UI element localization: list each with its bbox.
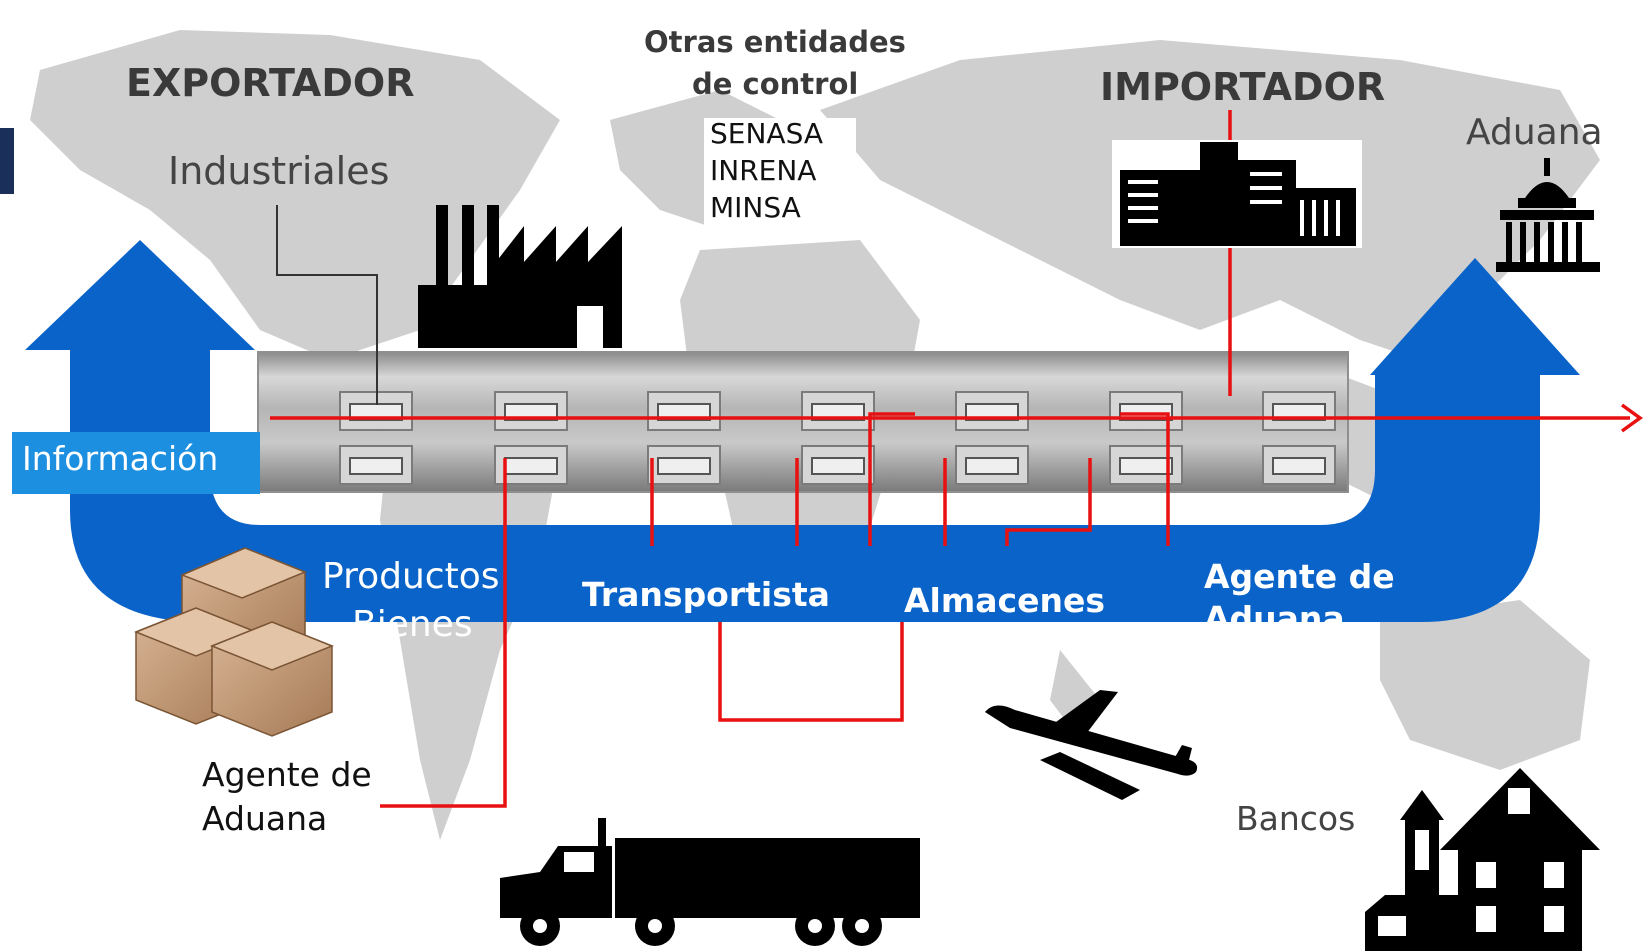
terminal-slot-window xyxy=(504,457,558,475)
truck-icon xyxy=(500,818,920,946)
factory-icon xyxy=(418,205,622,348)
airplane-icon xyxy=(985,690,1198,800)
carrier-label: Transportista xyxy=(582,575,830,614)
customs-building-icon xyxy=(1496,158,1600,272)
terminal-slot-window xyxy=(811,403,865,421)
terminal-slot-window xyxy=(1272,403,1326,421)
information-box xyxy=(12,432,260,494)
banks-label: Bancos xyxy=(1236,799,1356,838)
import-agent-line1: Agente de xyxy=(1204,557,1395,596)
exporter-connector xyxy=(276,205,378,405)
terminal-slot-window xyxy=(1119,457,1173,475)
control-title-line1: Otras entidades xyxy=(644,25,906,59)
terminal-slot-window xyxy=(965,403,1019,421)
information-flow-arrow xyxy=(25,240,1580,622)
import-agent-line2: Aduana xyxy=(1204,599,1345,638)
customs-label: Aduana xyxy=(1466,112,1603,153)
control-entity-inrena: INRENA xyxy=(710,154,817,187)
control-entities-box xyxy=(704,118,856,230)
export-agent-line1: Agente de xyxy=(202,755,372,794)
products-label-line2: Bienes xyxy=(352,604,473,645)
terminal-slot-window xyxy=(1119,403,1173,421)
office-building-icon xyxy=(1112,140,1362,248)
export-agent-line2: Aduana xyxy=(202,799,328,838)
pipeline xyxy=(257,351,1349,493)
control-entity-minsa: MINSA xyxy=(710,191,801,224)
boxes-icon xyxy=(133,547,335,737)
terminal-slot-window xyxy=(1272,457,1326,475)
products-label-line1: Productos xyxy=(322,556,500,597)
control-entity-senasa: SENASA xyxy=(710,117,824,150)
terminal-slot-window xyxy=(811,457,865,475)
terminal-slot-window xyxy=(657,457,711,475)
terminal-slot-window xyxy=(349,457,403,475)
industrials-label: Industriales xyxy=(168,149,390,193)
information-label: Información xyxy=(22,439,219,478)
warehouses-label: Almacenes xyxy=(904,581,1105,620)
control-title-line2: de control xyxy=(692,67,859,101)
terminal-slot-window xyxy=(504,403,558,421)
terminal-slots xyxy=(339,391,1336,485)
terminal-slot-window xyxy=(657,403,711,421)
bank-house-icon xyxy=(1365,768,1600,951)
edge-marker xyxy=(0,128,14,194)
importer-title: IMPORTADOR xyxy=(1100,65,1386,109)
terminal-slot-window xyxy=(965,457,1019,475)
exporter-title: EXPORTADOR xyxy=(126,61,415,105)
